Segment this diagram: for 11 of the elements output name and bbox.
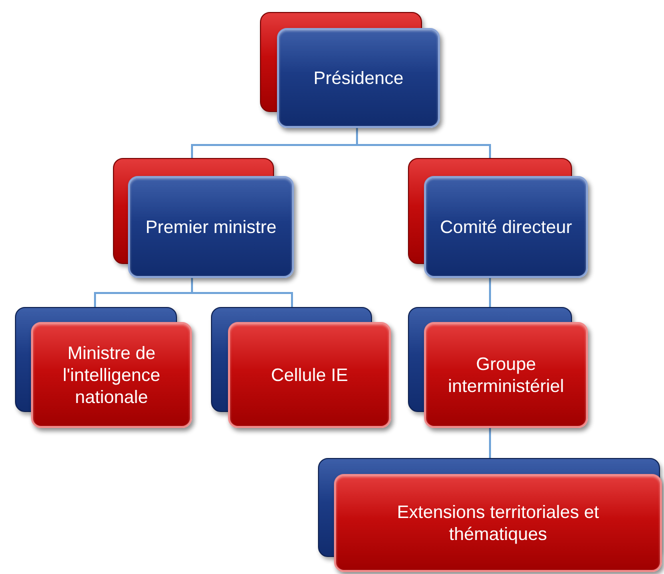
box-label: Présidence	[313, 67, 404, 89]
box-label: Comité directeur	[440, 216, 572, 238]
connector-line	[489, 428, 491, 458]
connector-line	[191, 278, 293, 307]
box-label: Premier ministre	[145, 216, 277, 238]
connector-line	[356, 128, 491, 158]
box-label: Cellule IE	[270, 364, 348, 386]
box-label: Ministre de l'intelligence nationale	[62, 342, 162, 408]
box-label: Groupe interministériel	[446, 353, 566, 397]
box-label: Extensions territoriales et thématiques	[396, 501, 600, 545]
connector-line	[489, 278, 491, 307]
